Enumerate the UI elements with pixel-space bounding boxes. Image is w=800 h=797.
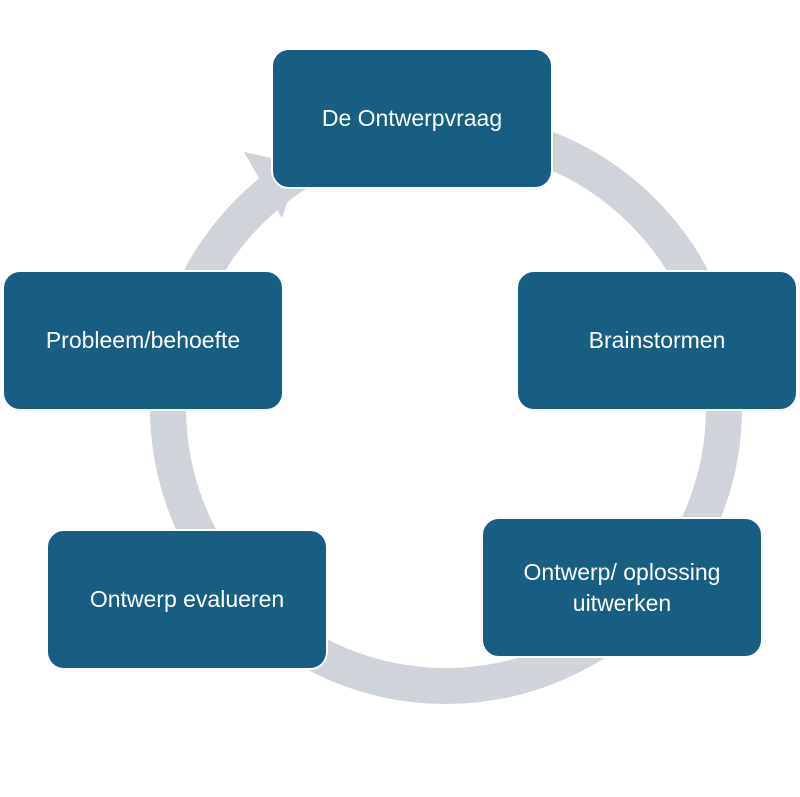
cycle-step-ontwerp-oplossing-uitwerken: Ontwerp/ oplossing uitwerken xyxy=(481,517,763,658)
cycle-step-label: Probleem/behoefte xyxy=(45,327,241,353)
cycle-step-brainstormen: Brainstormen xyxy=(516,270,798,411)
cycle-step-label: De Ontwerpvraag xyxy=(321,105,503,131)
cycle-step-de-ontwerpvraag: De Ontwerpvraag xyxy=(271,48,553,189)
cycle-step-label: Brainstormen xyxy=(588,327,726,353)
cycle-step-probleem-behoefte: Probleem/behoefte xyxy=(2,270,284,411)
cycle-step-label: Ontwerp evalueren xyxy=(89,586,285,612)
cycle-step-label: Ontwerp/ oplossing uitwerken xyxy=(523,558,721,616)
cycle-step-ontwerp-evalueren: Ontwerp evalueren xyxy=(46,529,328,670)
